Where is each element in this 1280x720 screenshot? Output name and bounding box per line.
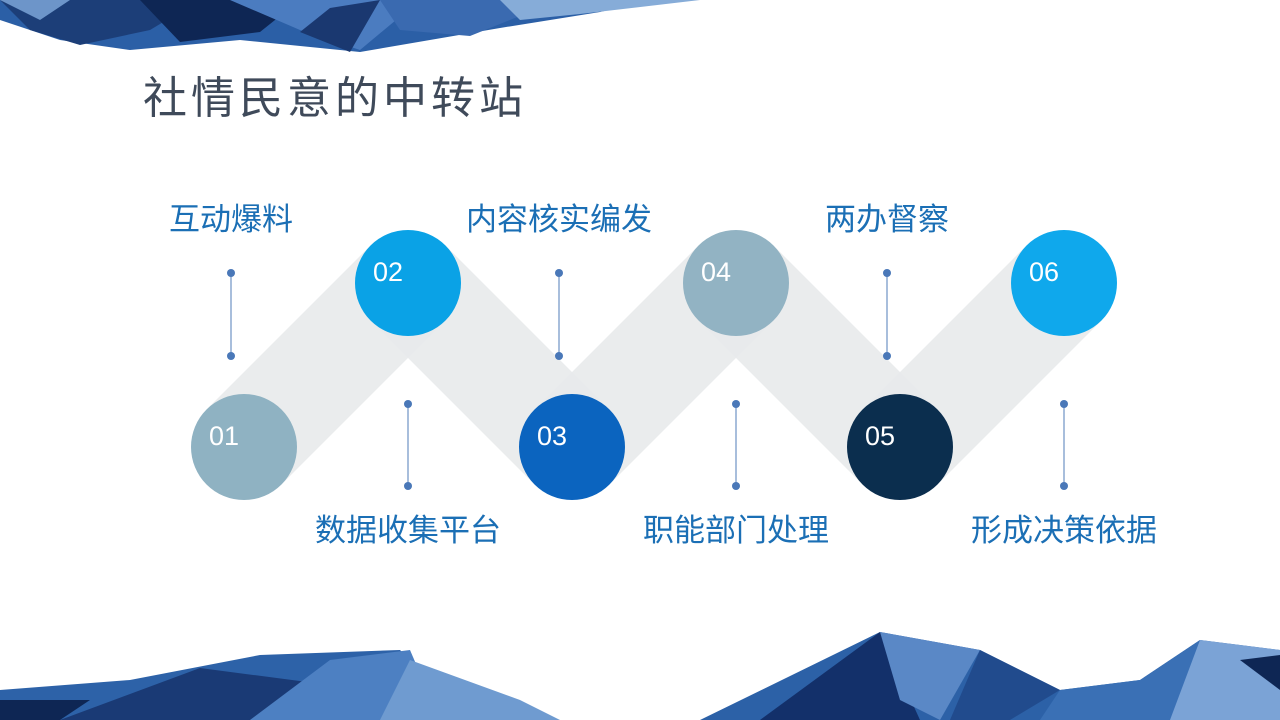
- step-number: 04: [701, 257, 731, 287]
- step-number: 05: [865, 421, 895, 451]
- step-node-02: 02: [355, 230, 461, 336]
- step-label-01: 互动爆料: [169, 202, 293, 238]
- page-title: 社情民意的中转站: [143, 73, 527, 124]
- step-circle: [683, 230, 789, 336]
- leader-dot-start: [404, 400, 412, 408]
- leader-dot-start: [732, 400, 740, 408]
- step-node-03: 03: [519, 394, 625, 500]
- step-circle: [191, 394, 297, 500]
- leader-dot-end: [732, 482, 740, 490]
- leader-line-05: [883, 269, 891, 360]
- leader-lines: [227, 269, 1068, 490]
- step-node-05: 05: [847, 394, 953, 500]
- top-polygon-band: [0, 0, 700, 52]
- leader-dot-end: [404, 482, 412, 490]
- step-label-04: 职能部门处理: [643, 513, 829, 549]
- leader-dot-end: [227, 352, 235, 360]
- leader-line-04: [732, 400, 740, 490]
- step-number: 03: [537, 421, 567, 451]
- leader-line-02: [404, 400, 412, 490]
- step-node-04: 04: [683, 230, 789, 336]
- step-node-06: 06: [1011, 230, 1117, 336]
- leader-dot-start: [1060, 400, 1068, 408]
- step-number: 02: [373, 257, 403, 287]
- step-label-06: 形成决策依据: [971, 513, 1157, 549]
- leader-line-06: [1060, 400, 1068, 490]
- step-label-03: 内容核实编发: [466, 202, 652, 238]
- step-nodes: 01 02 03 04 05 06: [191, 230, 1117, 500]
- leader-dot-start: [227, 269, 235, 277]
- step-node-01: 01: [191, 394, 297, 500]
- leader-dot-end: [1060, 482, 1068, 490]
- step-number: 01: [209, 421, 239, 451]
- leader-line-03: [555, 269, 563, 360]
- step-circle: [519, 394, 625, 500]
- leader-dot-end: [883, 352, 891, 360]
- step-circle: [355, 230, 461, 336]
- step-label-02: 数据收集平台: [315, 513, 501, 549]
- step-circle: [1011, 230, 1117, 336]
- leader-dot-start: [883, 269, 891, 277]
- leader-dot-start: [555, 269, 563, 277]
- leader-dot-end: [555, 352, 563, 360]
- step-label-05: 两办督察: [825, 202, 949, 238]
- leader-line-01: [227, 269, 235, 360]
- step-number: 06: [1029, 257, 1059, 287]
- bottom-polygon-band: [0, 632, 1280, 720]
- step-circle: [847, 394, 953, 500]
